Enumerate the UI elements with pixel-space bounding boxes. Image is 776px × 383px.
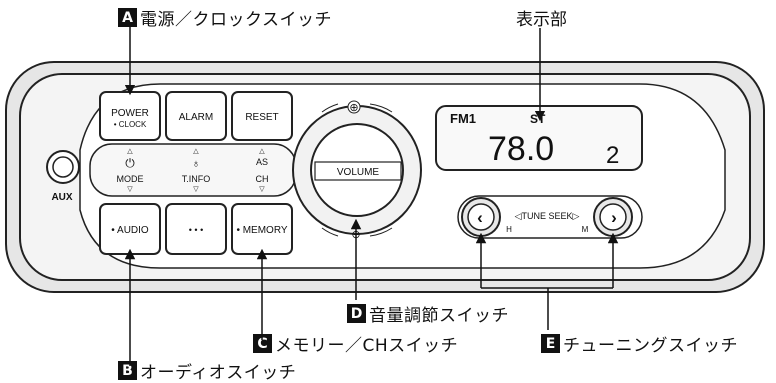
lcd-stereo: ST [530,112,546,126]
lcd-preset: 2 [606,142,619,169]
callout-badge-a: A [118,8,137,27]
callout-text-a: 電源／クロックスイッチ [140,10,332,30]
tune-h-label: H [506,225,512,234]
alarm-button[interactable] [165,91,227,141]
power-button-label: POWER [111,108,149,119]
as-label[interactable]: AS [256,157,268,167]
tinfo-down-arrow-icon: ▽ [193,186,199,193]
tinfo-label[interactable]: T.INFO [182,174,211,184]
audio-button-label: • AUDIO [111,225,149,236]
callout-power-clock-switch: A 電源／クロックスイッチ [118,5,332,30]
callout-memory-ch-switch: C メモリー／CHスイッチ [253,331,458,356]
aux-label: AUX [51,192,72,203]
volume-label: VOLUME [337,167,380,178]
memory-button-label: • MEMORY [236,225,287,236]
mode-up-arrow-icon: △ [127,148,133,155]
callout-badge-c: C [253,334,272,353]
ch-down-arrow-icon: ▽ [259,186,265,193]
callout-text-b: オーディオスイッチ [140,363,297,383]
mode-label[interactable]: MODE [117,174,144,184]
callout-tuning-switch: E チューニングスイッチ [541,331,738,356]
callout-text-d: 音量調節スイッチ [369,306,509,326]
clock-sub-label: • CLOCK [114,120,147,129]
callout-text-c: メモリー／CHスイッチ [275,336,459,356]
callout-text-e: チューニングスイッチ [563,336,738,356]
lcd-display [435,105,643,171]
tinfo-up-arrow-icon: △ [193,148,199,155]
dots-button-label: • • • [189,225,203,235]
reset-button-label: RESET [245,112,278,123]
callout-badge-e: E [541,334,560,353]
dots-button[interactable] [165,203,227,255]
lcd-frequency: 78.0 [488,130,554,168]
callout-badge-b: B [118,361,137,380]
callout-volume-switch: D 音量調節スイッチ [347,301,509,326]
ch-label[interactable]: CH [256,174,269,184]
bell-icon: ♁ [192,158,200,170]
as-up-arrow-icon: △ [259,148,265,155]
mode-down-arrow-icon: ▽ [127,186,133,193]
tune-m-label: M [582,225,589,234]
callout-display-label: 表示部 [516,10,567,30]
power-icon: ⏻ [125,156,135,170]
lcd-band: FM1 [450,111,476,126]
alarm-button-label: ALARM [179,112,213,123]
callout-audio-switch: B オーディオスイッチ [118,358,296,383]
volume-plus-icon: ⊕ [349,102,358,114]
chevron-right-icon: › [611,208,617,227]
tune-seek-label: ◁TUNE SEEK▷ [515,211,580,221]
reset-button[interactable] [231,91,293,141]
chevron-left-icon: ‹ [477,208,483,227]
volume-plus-icon-ring [347,100,361,114]
volume-label-box [314,161,402,181]
callout-badge-d: D [347,304,366,323]
